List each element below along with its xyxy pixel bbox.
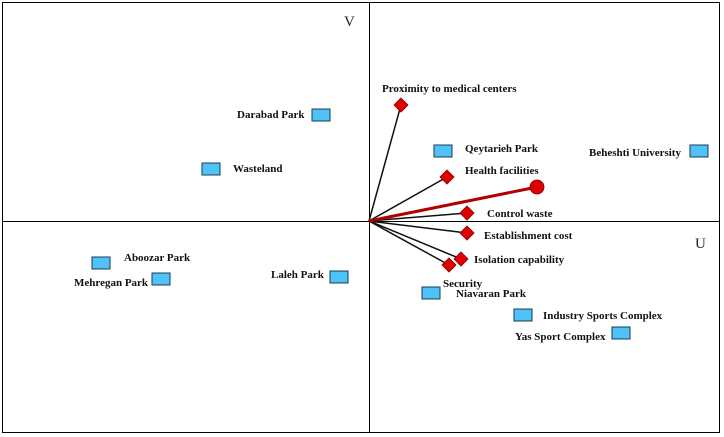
alternative-marker	[201, 162, 221, 176]
horizontal-axis-label: U	[695, 236, 706, 252]
criterion-vector	[368, 220, 468, 234]
criterion-label: Health facilities	[465, 165, 539, 177]
ideal-decision-vector	[368, 179, 545, 223]
plot-frame	[2, 2, 720, 433]
alternative-label: Beheshti University	[589, 147, 681, 159]
criterion-marker	[441, 257, 457, 273]
alternative-label: Yas Sport Complex	[515, 331, 606, 343]
alternative-label: Darabad Park	[237, 109, 305, 121]
alternative-label: Industry Sports Complex	[543, 310, 663, 322]
criterion-label: Security	[443, 278, 483, 290]
criterion-vector	[368, 176, 448, 222]
alternative-marker	[311, 108, 331, 122]
alternative-label: Mehregan Park	[74, 277, 149, 289]
vertical-axis-label: V	[344, 14, 355, 30]
alternative-marker	[151, 272, 171, 286]
ideal-vector-line	[368, 185, 538, 223]
criterion-vector	[368, 104, 402, 222]
alternative-label: Laleh Park	[271, 269, 325, 281]
alternative-label: Qeytarieh Park	[465, 143, 539, 155]
alternative-marker	[421, 286, 441, 300]
criterion-label: Establishment cost	[484, 230, 573, 242]
criteria-vectors	[368, 104, 468, 266]
criterion-marker	[459, 225, 475, 241]
criterion-marker	[453, 251, 469, 267]
alternative-marker	[433, 144, 453, 158]
alternative-marker	[329, 270, 349, 284]
criterion-label: Isolation capability	[474, 254, 565, 266]
criterion-marker	[459, 205, 475, 221]
ideal-vector-endpoint	[529, 179, 545, 195]
alternative-label: Niavaran Park	[456, 288, 527, 300]
criterion-marker	[439, 169, 455, 185]
alternative-marker	[689, 144, 709, 158]
alternative-label: Wasteland	[233, 163, 283, 175]
alternative-marker	[91, 256, 111, 270]
criterion-label: Proximity to medical centers	[382, 83, 517, 95]
alternative-marker	[611, 326, 631, 340]
criterion-label: Control waste	[487, 208, 553, 220]
alternative-label: Aboozar Park	[124, 252, 191, 264]
criterion-vector	[368, 220, 450, 266]
criterion-vector	[368, 212, 468, 222]
criterion-vector	[368, 220, 462, 260]
criterion-marker	[393, 97, 409, 113]
alternative-marker	[513, 308, 533, 322]
